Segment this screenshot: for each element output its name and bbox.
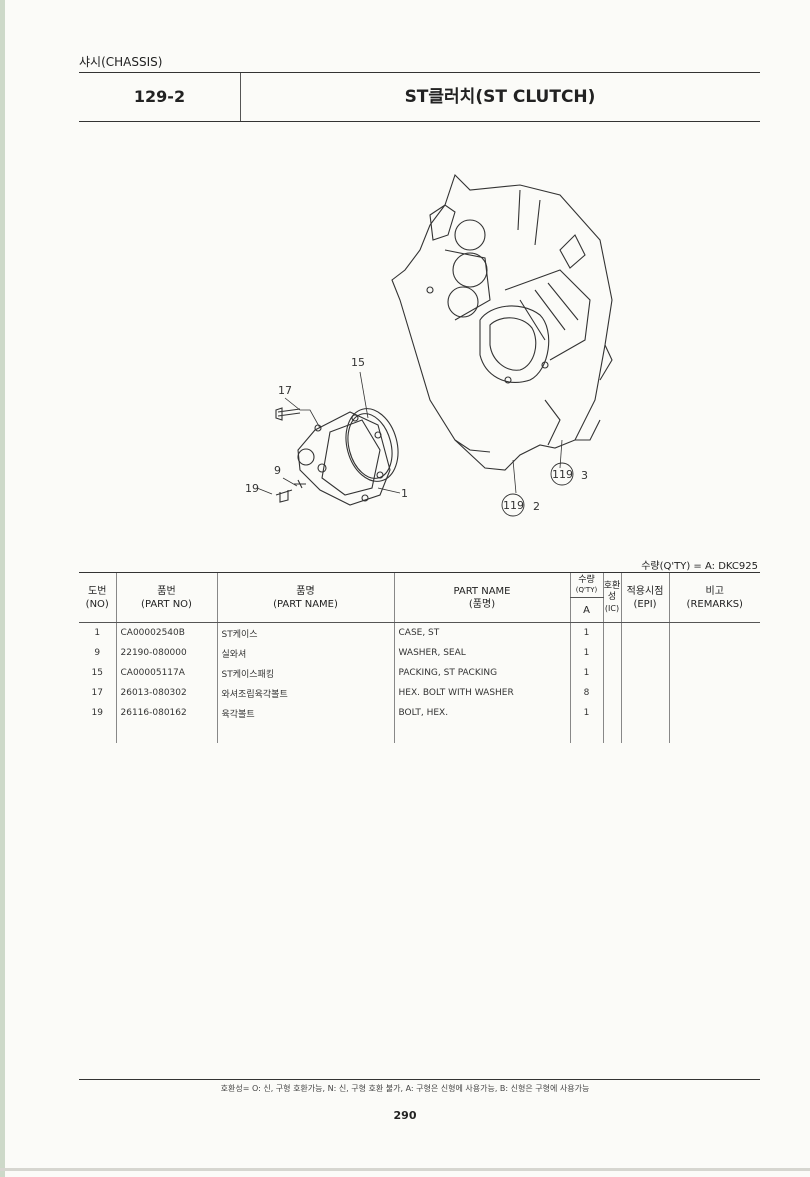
col-part-name-en: PART NAME(품명) bbox=[393, 572, 570, 623]
callout-1: 1 bbox=[401, 487, 408, 500]
col-epi: 적용시점(EPI) bbox=[620, 572, 669, 623]
callout-119-b: 119 bbox=[503, 499, 524, 512]
header-divider bbox=[240, 73, 241, 121]
table-row: 17 26013-080302 와셔조립육각볼트 HEX. BOLT WITH … bbox=[79, 683, 760, 703]
section-label: 샤시(CHASSIS) bbox=[79, 55, 163, 69]
table-bottom-rule bbox=[79, 1079, 760, 1080]
parts-diagram: 15 17 9 19 1 119 3 119 2 bbox=[245, 173, 613, 517]
table-blank-area bbox=[79, 723, 760, 743]
interchangeability-footnote: 호환성= O: 신, 구형 호환가능, N: 신, 구형 호환 불가, A: 구… bbox=[220, 1084, 590, 1093]
quantity-note: 수량(Q'TY) = A: DKC925 bbox=[641, 561, 758, 572]
callout-19: 19 bbox=[245, 482, 259, 495]
callout-3: 3 bbox=[581, 469, 588, 482]
leader-lines bbox=[256, 371, 563, 495]
callout-9: 9 bbox=[274, 464, 281, 477]
engine-block-drawing bbox=[391, 173, 613, 471]
col-qty-a: A bbox=[569, 597, 603, 623]
header-bottom-rule bbox=[79, 121, 760, 122]
table-row: 19 26116-080162 육각볼트 BOLT, HEX. 1 bbox=[79, 703, 760, 723]
callout-2: 2 bbox=[533, 500, 540, 513]
header-top-rule bbox=[79, 72, 760, 73]
callout-15: 15 bbox=[351, 356, 365, 369]
col-remarks: 비고(REMARKS) bbox=[668, 572, 760, 623]
col-part-name-ko: 품명(PART NAME) bbox=[216, 572, 394, 623]
callout-17: 17 bbox=[278, 384, 292, 397]
parts-table: 도번(NO) 품번(PART NO) 품명(PART NAME) PART NA… bbox=[79, 572, 760, 743]
col-no: 도번(NO) bbox=[79, 572, 116, 623]
st-case-drawing bbox=[275, 407, 399, 506]
table-row: 9 22190-080000 실와셔 WASHER, SEAL 1 bbox=[79, 643, 760, 663]
callout-119-a: 119 bbox=[552, 468, 573, 481]
col-qty: 수량(Q'TY) bbox=[569, 572, 603, 598]
sheet-number: 129-2 bbox=[133, 87, 186, 106]
table-row: 15 CA00005117A ST케이스패킹 PACKING, ST PACKI… bbox=[79, 663, 760, 683]
diagram-callouts: 15 17 9 19 1 119 3 119 2 bbox=[245, 356, 588, 517]
table-row: 1 CA00002540B ST케이스 CASE, ST 1 bbox=[79, 622, 760, 643]
page-number: 290 bbox=[393, 1109, 417, 1122]
scan-edge bbox=[0, 1168, 810, 1171]
col-ic: 호환성(IC) bbox=[602, 572, 621, 623]
col-part-no: 품번(PART NO) bbox=[115, 572, 217, 623]
sheet-title: ST클러치(ST CLUTCH) bbox=[404, 87, 596, 107]
page-edge bbox=[0, 0, 5, 1177]
